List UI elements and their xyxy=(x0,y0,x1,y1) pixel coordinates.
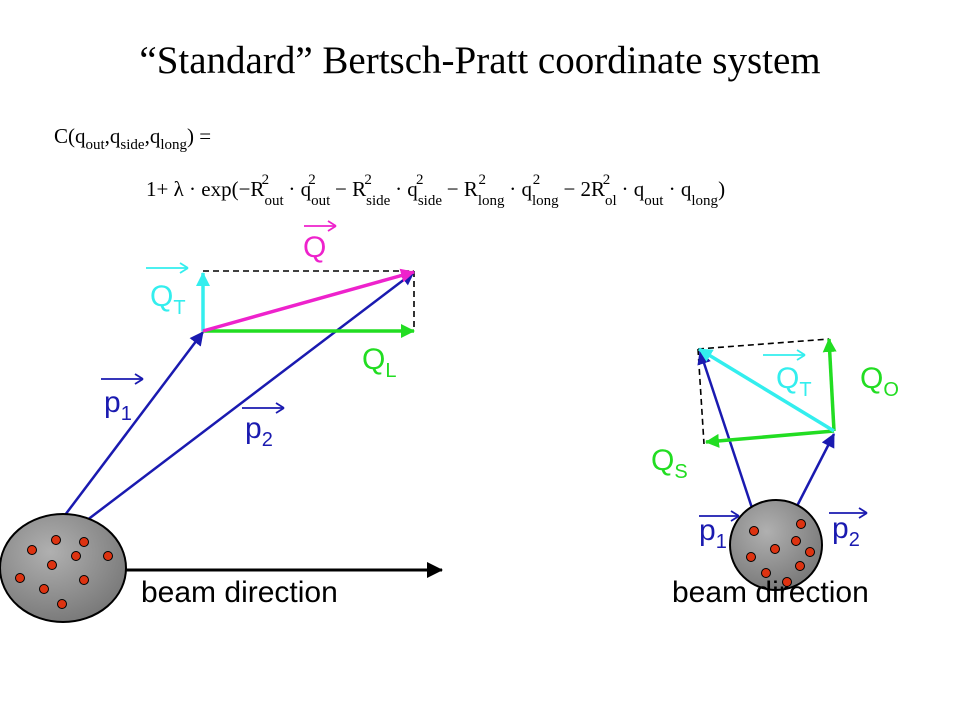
svg-text:QO: QO xyxy=(860,362,899,401)
particles-left xyxy=(15,535,113,609)
p1-vector xyxy=(55,331,204,528)
svg-text:QT: QT xyxy=(776,362,812,401)
label-qo-right: QO xyxy=(860,362,899,401)
svg-text:p1: p1 xyxy=(699,514,727,553)
transverse-diagram: QT QO QS p1 p2 beam direction xyxy=(651,338,899,609)
label-p2-right: p2 xyxy=(829,507,868,551)
equation-line-1: C(qout,qside,qlong) = xyxy=(54,124,211,153)
label-ql-left: QL xyxy=(362,343,396,382)
svg-text:p2: p2 xyxy=(832,512,860,551)
label-qs-right: QS xyxy=(651,444,688,483)
qs-vector xyxy=(705,429,835,448)
beam-label-left: beam direction xyxy=(141,576,338,609)
longitudinal-diagram: Q QT QL p1 p2 beam direction xyxy=(0,220,443,623)
dashed-line-top-right xyxy=(697,338,830,350)
svg-text:QT: QT xyxy=(150,280,186,319)
svg-text:QS: QS xyxy=(651,444,688,483)
qt-vector-right xyxy=(698,347,835,433)
equation-line-2: 1+ λ · exp(−Rout2 · qout2 − Rside2 · qsi… xyxy=(146,172,725,209)
source-ellipse-left xyxy=(0,513,127,623)
particles-right xyxy=(746,519,815,587)
beam-label-right: beam direction xyxy=(672,576,869,609)
correlation-equation: C(qout,qside,qlong) = 1+ λ · exp(−Rout2 … xyxy=(54,124,725,209)
label-q-left: Q xyxy=(303,220,337,264)
label-qt-right: QT xyxy=(763,349,812,401)
p2-vector-right xyxy=(794,433,836,509)
source-ellipse-right xyxy=(729,499,823,591)
svg-text:p2: p2 xyxy=(245,412,273,451)
label-p2-left: p2 xyxy=(242,402,285,451)
q-vector xyxy=(202,268,415,333)
slide-title: “Standard” Bertsch-Pratt coordinate syst… xyxy=(139,39,821,82)
svg-text:Q: Q xyxy=(303,231,326,264)
p2-vector xyxy=(77,271,415,528)
svg-text:p1: p1 xyxy=(104,386,132,425)
svg-text:QL: QL xyxy=(362,343,396,382)
label-p1-left: p1 xyxy=(101,373,144,425)
qo-vector xyxy=(822,338,837,432)
label-qt-left: QT xyxy=(146,262,189,319)
label-p1-right: p1 xyxy=(699,510,740,553)
p1-vector-right xyxy=(697,350,754,509)
